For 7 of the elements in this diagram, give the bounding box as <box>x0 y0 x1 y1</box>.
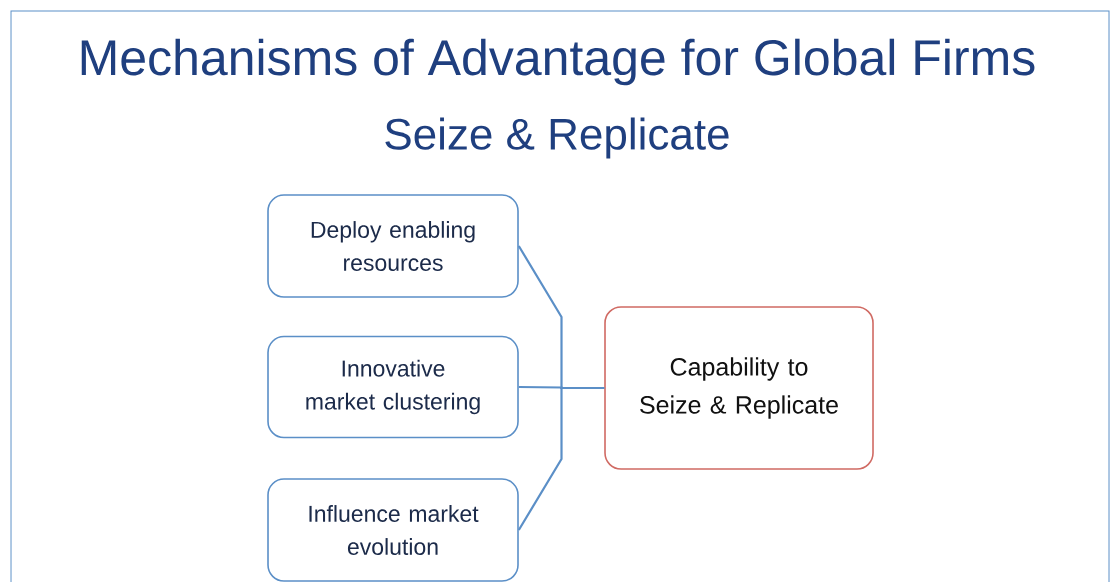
rounded-box: Innovative market clustering <box>267 335 519 439</box>
rounded-box: Capability to Seize & Replicate <box>604 306 874 470</box>
rounded-box: Deploy enabling resources <box>267 194 519 298</box>
subtitle: Seize & Replicate <box>385 117 729 159</box>
connector <box>517 386 605 531</box>
rounded-box: Influence market evolution <box>267 478 519 582</box>
title: Mechanisms of Advantage for Global Firms <box>81 38 1035 86</box>
